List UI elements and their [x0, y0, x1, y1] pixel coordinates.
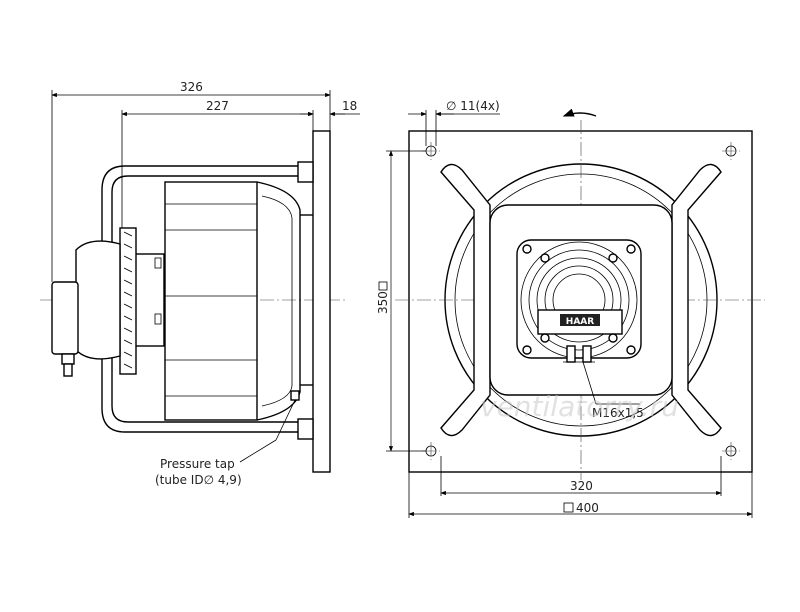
- dim-overall-depth: 326: [180, 80, 203, 94]
- motor-housing: [75, 240, 121, 360]
- pressure-tap: [290, 390, 300, 401]
- side-view: [40, 130, 345, 473]
- side-dimensions: 326 227 18 Pressure tap (tube ID∅ 4,9): [51, 80, 360, 487]
- rotation-arrow: [562, 108, 597, 117]
- motor-logo: [560, 314, 600, 326]
- dim-bolt-hole: ∅ 11(4x): [446, 99, 500, 113]
- front-mounting-plate: [408, 130, 753, 473]
- inlet-nozzle: [256, 181, 301, 421]
- dim-plate-width: 400: [576, 501, 599, 515]
- frame-clamp-top: [297, 161, 314, 183]
- pressure-tap-spec: (tube ID∅ 4,9): [155, 473, 242, 487]
- impeller-body: [164, 181, 258, 421]
- thread-callout: M16x1,5: [592, 406, 644, 420]
- support-arms: [440, 163, 722, 437]
- front-view: HAAR: [395, 108, 765, 480]
- pressure-tap-label: Pressure tap: [160, 457, 235, 471]
- side-mounting-plate: [312, 130, 331, 473]
- frame-clamp-bottom: [297, 418, 314, 440]
- terminal-box: [51, 281, 79, 355]
- motor-logo-text: HAAR: [566, 317, 594, 327]
- front-dimensions: ∅ 11(4x) 350 320 400 M16x1,5: [376, 99, 753, 518]
- motor-front: HAAR: [516, 239, 642, 363]
- cable-gland: [61, 353, 75, 365]
- watermark: ventilatorry.ru: [480, 390, 679, 423]
- dim-plate-thickness: 18: [342, 99, 357, 113]
- motor-rotor: [119, 227, 137, 375]
- dim-plate-height: 350: [376, 291, 390, 314]
- dim-bolt-spacing: 320: [570, 479, 593, 493]
- cable-gland-nut: [63, 363, 73, 377]
- dim-fan-depth: 227: [206, 99, 229, 113]
